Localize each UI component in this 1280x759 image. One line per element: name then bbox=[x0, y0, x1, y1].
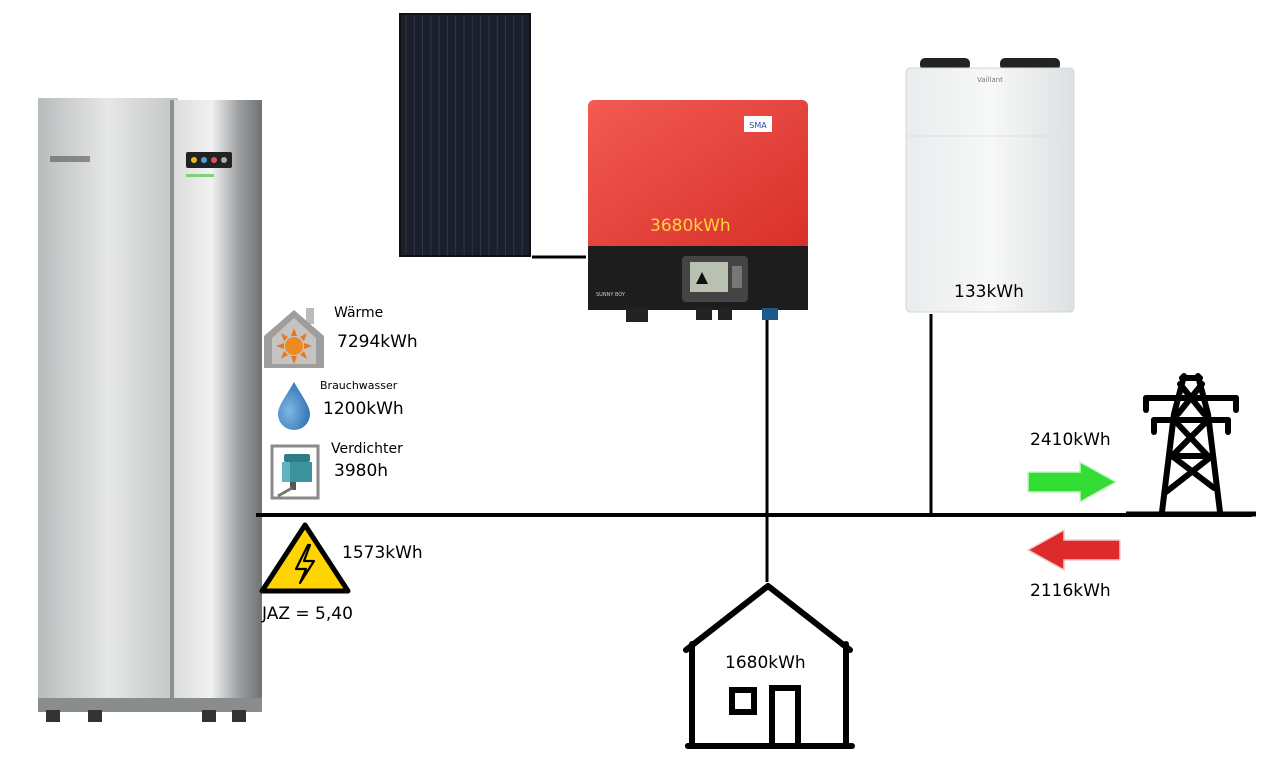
ventilation-unit-image: Vaillant bbox=[905, 58, 1075, 313]
electricity-warning-icon bbox=[258, 521, 352, 595]
house-icon bbox=[680, 578, 860, 754]
grid-import-value: 2116kWh bbox=[1030, 581, 1111, 601]
inverter-yield-value: 3680kWh bbox=[650, 216, 731, 236]
inverter-model-logo: SUNNY BOY bbox=[596, 292, 626, 298]
water-drop-icon bbox=[272, 380, 316, 430]
compressor-value: 3980h bbox=[334, 461, 389, 481]
hot-water-value: 1200kWh bbox=[323, 399, 404, 419]
grid-export-value: 2410kWh bbox=[1030, 430, 1111, 450]
heat-value: 7294kWh bbox=[337, 332, 418, 352]
solar-panel bbox=[398, 12, 532, 258]
compressor-label: Verdichter bbox=[331, 441, 403, 457]
heat-pump-unit bbox=[36, 96, 266, 736]
power-consumption-value: 1573kWh bbox=[342, 543, 423, 563]
heat-icon bbox=[262, 306, 326, 370]
ventilation-unit: Vaillant bbox=[904, 56, 1076, 314]
import-arrow-icon bbox=[1024, 528, 1122, 572]
compressor-icon bbox=[270, 444, 322, 500]
inverter-unit: SMA SUNNY BOY bbox=[586, 96, 810, 330]
hot-water-label: Brauchwasser bbox=[320, 379, 398, 392]
heat-label: Wärme bbox=[334, 305, 384, 321]
house-consumption-value: 1680kWh bbox=[725, 653, 806, 673]
inverter-brand-logo: SMA bbox=[749, 121, 767, 130]
power-pylon-icon bbox=[1126, 370, 1256, 518]
solar-panel-icon bbox=[399, 13, 531, 257]
ventilation-brand-logo: Vaillant bbox=[977, 76, 1003, 84]
inverter-image: SMA SUNNY BOY bbox=[588, 100, 808, 322]
export-arrow-icon bbox=[1026, 460, 1120, 504]
jaz-value: JAZ = 5,40 bbox=[262, 604, 353, 624]
ventilation-energy-value: 133kWh bbox=[954, 282, 1024, 302]
heat-pump-image bbox=[38, 98, 262, 722]
